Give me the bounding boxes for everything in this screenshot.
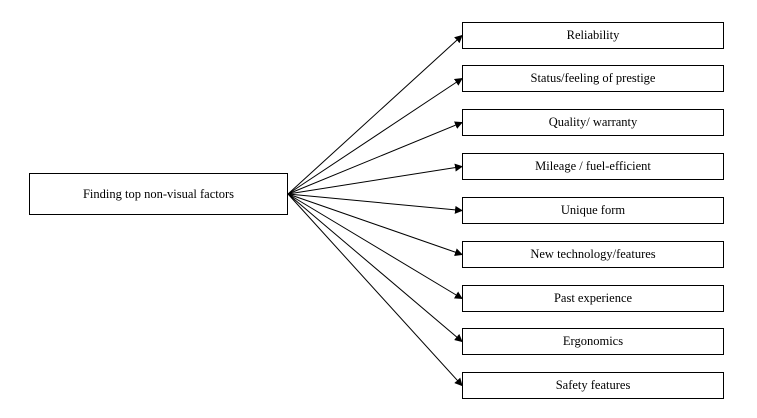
factor-box-past-experience: Past experience [462,285,724,312]
factor-box-safety: Safety features [462,372,724,399]
connector-arrow-2 [287,77,463,195]
connector-arrow-9 [287,193,463,387]
factor-box-mileage: Mileage / fuel-efficient [462,153,724,180]
factor-label-status: Status/feeling of prestige [530,71,656,86]
factor-label-ergonomics: Ergonomics [562,334,624,349]
factor-label-reliability: Reliability [566,28,620,43]
factor-box-unique-form: Unique form [462,197,724,224]
connector-arrow-1 [287,34,463,195]
factor-label-past-experience: Past experience [553,291,633,306]
factor-box-new-technology: New technology/features [462,241,724,268]
factor-label-mileage: Mileage / fuel-efficient [535,159,651,174]
factor-box-status: Status/feeling of prestige [462,65,724,92]
connector-arrow-3 [287,121,463,195]
connector-arrow-7 [287,193,463,300]
root-factor-box: Finding top non-visual factors [29,173,288,215]
connector-arrow-8 [287,193,463,343]
connector-arrow-4 [287,163,463,195]
root-factor-label: Finding top non-visual factors [82,186,235,201]
connector-arrow-6 [287,193,463,256]
factor-label-quality: Quality/ warranty [548,115,638,130]
factor-label-unique-form: Unique form [560,203,626,218]
factor-box-ergonomics: Ergonomics [462,328,724,355]
connector-arrow-5 [287,193,463,214]
factor-label-safety: Safety features [555,378,631,393]
factor-label-new-technology: New technology/features [530,247,656,262]
factor-box-reliability: Reliability [462,22,724,49]
factor-box-quality: Quality/ warranty [462,109,724,136]
